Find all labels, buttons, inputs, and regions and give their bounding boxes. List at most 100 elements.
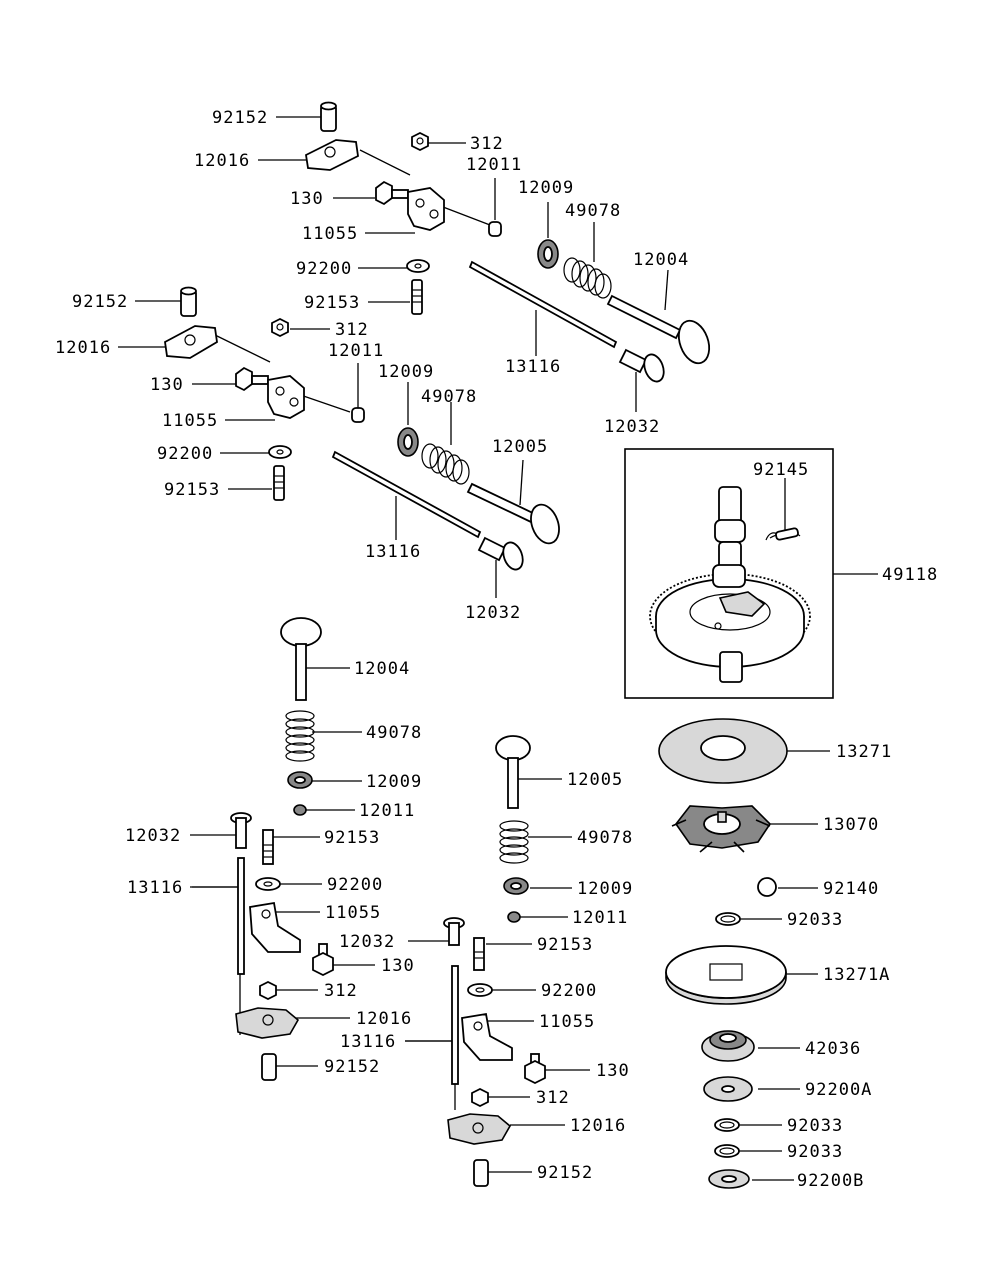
lbl-11055-b: 11055 [162, 411, 218, 431]
tappet-12032 [618, 348, 665, 383]
lbl-12009-c: 12009 [366, 772, 422, 792]
lbl-92200-b: 92200 [157, 444, 213, 464]
washer-92200 [268, 445, 292, 459]
spring-retainer-12009 [287, 771, 313, 789]
lbl-13271a: 13271A [823, 965, 890, 985]
valve-12005 [495, 735, 531, 809]
lbl-49118: 49118 [882, 565, 938, 585]
lbl-92200b: 92200B [797, 1171, 864, 1191]
lbl-12032-d: 12032 [339, 932, 395, 952]
lbl-92200a: 92200A [805, 1080, 872, 1100]
part-labels: 92152 12016 312 12011 130 12009 49078 11… [55, 108, 938, 1191]
lbl-12011-a: 12011 [466, 155, 522, 175]
lower-valve-train-left [230, 617, 334, 1081]
rocker-arm-12016 [447, 1113, 512, 1145]
washer-92200 [255, 877, 281, 891]
lbl-12016-a: 12016 [194, 151, 250, 171]
pushrod-13116 [468, 260, 618, 349]
spring-retainer-12009 [537, 239, 559, 269]
thrust-plate-13271 [658, 718, 788, 784]
lbl-13116-d: 13116 [340, 1032, 396, 1052]
valve-spring-49078 [285, 710, 315, 762]
lbl-12004-a: 12004 [633, 250, 689, 270]
lbl-11055-c: 11055 [325, 903, 381, 923]
lbl-92152-c: 92152 [324, 1057, 380, 1077]
valve-spring-49078 [563, 257, 612, 299]
lbl-130-b: 130 [150, 375, 184, 395]
clip-92033-a [715, 912, 741, 926]
tappet-12032 [443, 917, 465, 946]
guide-plate-11055 [461, 1012, 513, 1061]
lbl-312-c: 312 [324, 981, 358, 1001]
nut-312 [271, 317, 289, 338]
nut-312 [259, 980, 277, 1001]
bolt-130 [235, 366, 269, 392]
guide-plate-11055 [249, 901, 301, 953]
lbl-12032-b: 12032 [465, 603, 521, 623]
lbl-92033-a: 92033 [787, 910, 843, 930]
lbl-312-d: 312 [536, 1088, 570, 1108]
valve-12004 [606, 294, 711, 365]
lbl-13116-c: 13116 [127, 878, 183, 898]
valve-cap-12011 [488, 221, 502, 237]
lbl-42036: 42036 [805, 1039, 861, 1059]
lbl-13271: 13271 [836, 742, 892, 762]
lbl-92033-b: 92033 [787, 1116, 843, 1136]
valve-12005 [466, 482, 560, 545]
pivot-bushing-92152 [320, 101, 337, 132]
pivot-bushing-92152 [473, 1159, 489, 1187]
lbl-92153-b: 92153 [164, 480, 220, 500]
lbl-12004-b: 12004 [354, 659, 410, 679]
nut-312 [471, 1087, 489, 1108]
pushrod-13116 [331, 450, 482, 539]
lbl-12011-c: 12011 [359, 801, 415, 821]
lbl-92145: 92145 [753, 460, 809, 480]
valve-cap-12011 [507, 911, 521, 923]
bolt-130 [524, 1053, 546, 1085]
lbl-12005-b: 12005 [567, 770, 623, 790]
lbl-12032-a: 12032 [604, 417, 660, 437]
lbl-12009-a: 12009 [518, 178, 574, 198]
valve-12004 [280, 617, 322, 701]
guide-plate-11055 [407, 187, 445, 231]
lbl-92200-a: 92200 [296, 259, 352, 279]
lbl-92200-c: 92200 [327, 875, 383, 895]
governor-assembly [658, 718, 788, 1189]
lbl-12005-a: 12005 [492, 437, 548, 457]
pivot-bushing-92152 [180, 286, 197, 317]
lbl-13116-b: 13116 [365, 542, 421, 562]
valve-spring-49078 [421, 443, 470, 485]
gear-42036 [701, 1030, 755, 1062]
lower-valve-train-middle [443, 735, 546, 1187]
lbl-12032-c: 12032 [125, 826, 181, 846]
spring-92145 [765, 527, 801, 541]
lbl-11055-a: 11055 [302, 224, 358, 244]
lbl-92153-c: 92153 [324, 828, 380, 848]
leader-lines [118, 116, 878, 1181]
lbl-92033-c: 92033 [787, 1142, 843, 1162]
lbl-312-a: 312 [470, 134, 504, 154]
lbl-12016-c: 12016 [356, 1009, 412, 1029]
thrust-plate-13271a [665, 945, 787, 1005]
camshaft-49118 [649, 486, 811, 683]
lbl-12009-b: 12009 [378, 362, 434, 382]
lbl-13116-a: 13116 [505, 357, 561, 377]
lbl-130-a: 130 [290, 189, 324, 209]
stud-92153 [273, 465, 285, 501]
lbl-11055-d: 11055 [539, 1012, 595, 1032]
lbl-130-d: 130 [596, 1061, 630, 1081]
lbl-92153-a: 92153 [304, 293, 360, 313]
nut-312 [411, 131, 429, 152]
lbl-12016-b: 12016 [55, 338, 111, 358]
stud-92153 [262, 829, 274, 865]
valve-cap-12011 [293, 804, 307, 816]
rocker-arm-12016 [305, 139, 359, 171]
lbl-12009-d: 12009 [577, 879, 633, 899]
lbl-12016-d: 12016 [570, 1116, 626, 1136]
guide-plate-11055 [267, 375, 305, 419]
lbl-92200-d: 92200 [541, 981, 597, 1001]
lbl-49078-c: 49078 [366, 723, 422, 743]
spring-retainer-12009 [397, 427, 419, 457]
valve-cap-12011 [351, 407, 365, 423]
